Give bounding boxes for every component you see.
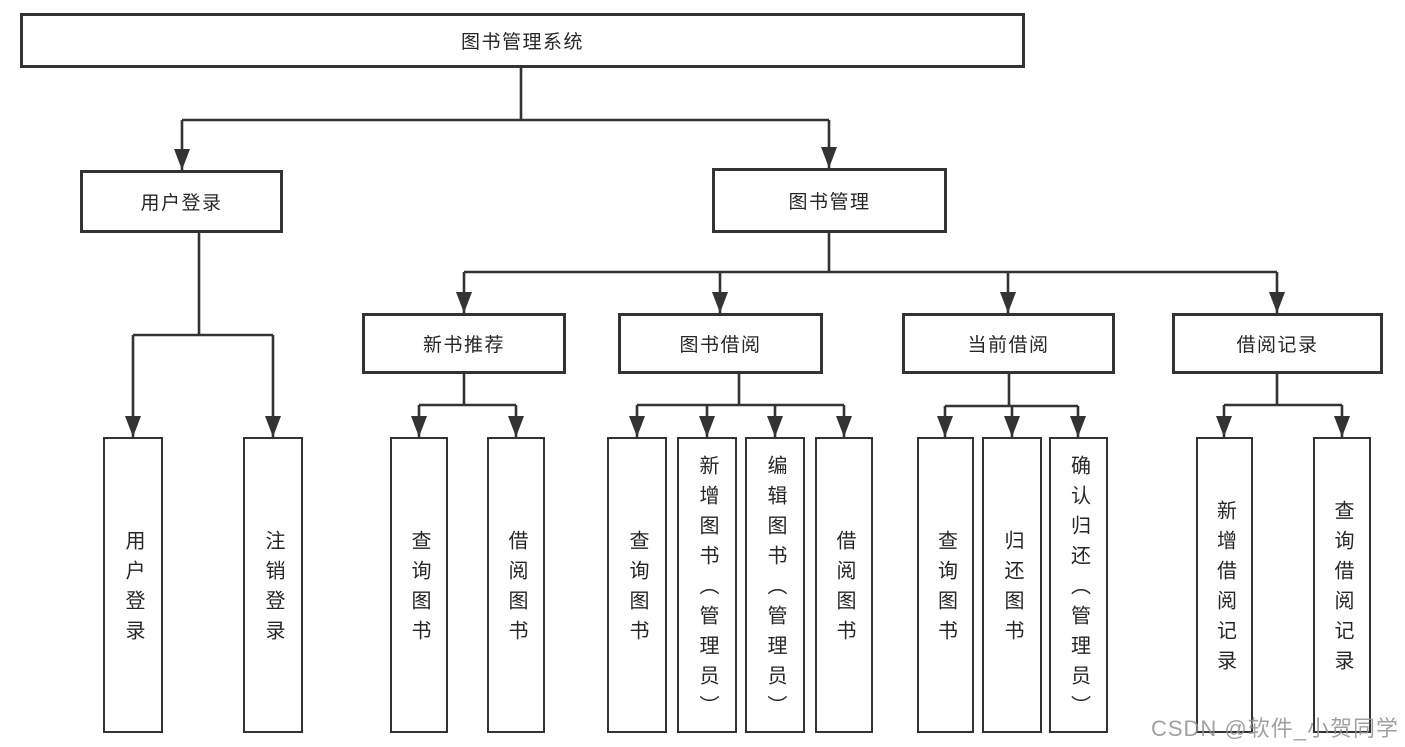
leaf-confirm-return-admin: 确认归还（管理员） xyxy=(1049,437,1108,733)
edges-book-mgmt xyxy=(462,233,1279,313)
arrowhead xyxy=(1004,416,1020,437)
leaf-logout-label: 注销登录 xyxy=(262,530,284,650)
arrowhead xyxy=(456,292,472,313)
leaf-add-book-admin-label: 新增图书（管理员） xyxy=(696,455,718,725)
leaf-add-borrow-record-label: 新增借阅记录 xyxy=(1213,500,1236,680)
leaf-return-books: 归还图书 xyxy=(982,437,1042,733)
node-book-borrow-label: 图书借阅 xyxy=(679,335,762,356)
arrowhead xyxy=(629,416,645,437)
arrowhead xyxy=(712,292,728,313)
node-book-mgmt-label: 图书管理 xyxy=(788,192,871,213)
node-root-label: 图书管理系统 xyxy=(460,32,584,53)
node-borrow-records-label: 借阅记录 xyxy=(1236,335,1319,356)
arrowhead xyxy=(1334,416,1350,437)
edges-root xyxy=(180,68,831,170)
leaf-borrow-books: 借阅图书 xyxy=(815,437,873,733)
arrowhead xyxy=(508,416,524,437)
arrowhead xyxy=(1216,416,1232,437)
arrows-book-mgmt xyxy=(456,292,1285,313)
leaf-query-books-borrow: 查询图书 xyxy=(607,437,667,733)
arrows-root xyxy=(174,147,837,170)
leaf-edit-book-admin-label: 编辑图书（管理员） xyxy=(764,455,786,725)
arrowhead xyxy=(767,416,783,437)
arrowhead xyxy=(836,416,852,437)
arrowhead xyxy=(1269,292,1285,313)
leaf-query-borrow-record: 查询借阅记录 xyxy=(1313,437,1371,733)
leaf-add-book-admin: 新增图书（管理员） xyxy=(677,437,737,733)
node-user-login-label: 用户登录 xyxy=(140,193,223,214)
node-book-mgmt: 图书管理 xyxy=(712,168,947,233)
arrows-current-borrow xyxy=(937,416,1086,437)
arrowhead xyxy=(1000,292,1016,313)
arrowhead xyxy=(699,416,715,437)
leaf-logout: 注销登录 xyxy=(243,437,303,733)
leaf-query-books-current-label: 查询图书 xyxy=(934,530,957,650)
leaf-query-books-rec-label: 查询图书 xyxy=(408,530,430,650)
arrows-book-borrow xyxy=(629,416,852,437)
leaf-edit-book-admin: 编辑图书（管理员） xyxy=(745,437,805,733)
node-user-login: 用户登录 xyxy=(80,170,283,233)
leaf-query-books-current: 查询图书 xyxy=(917,437,974,733)
leaf-borrow-books-label: 借阅图书 xyxy=(833,530,855,650)
leaf-query-books-borrow-label: 查询图书 xyxy=(626,530,648,650)
leaf-return-books-label: 归还图书 xyxy=(1001,530,1023,650)
arrowhead xyxy=(265,416,281,437)
leaf-borrow-books-rec-label: 借阅图书 xyxy=(505,530,527,650)
node-book-borrow: 图书借阅 xyxy=(618,313,823,374)
node-new-book-rec-label: 新书推荐 xyxy=(422,335,505,356)
arrowhead xyxy=(125,416,141,437)
leaf-query-books-rec: 查询图书 xyxy=(390,437,448,733)
leaf-query-borrow-record-label: 查询借阅记录 xyxy=(1331,500,1353,680)
edges-new-book-rec xyxy=(417,374,518,437)
leaf-borrow-books-rec: 借阅图书 xyxy=(487,437,545,733)
arrows-user-login xyxy=(125,416,281,437)
csdn-watermark: CSDN @软件_小贺同学 xyxy=(1150,716,1399,741)
leaf-add-borrow-record: 新增借阅记录 xyxy=(1196,437,1253,733)
edges-user-login xyxy=(131,233,275,437)
arrows-new-book-rec xyxy=(411,416,524,437)
node-new-book-rec: 新书推荐 xyxy=(362,313,566,374)
leaf-user-login-label: 用户登录 xyxy=(122,530,144,650)
node-borrow-records: 借阅记录 xyxy=(1172,313,1383,374)
arrows-borrow-records xyxy=(1216,416,1350,437)
leaf-user-login: 用户登录 xyxy=(103,437,163,733)
node-current-borrow-label: 当前借阅 xyxy=(967,335,1050,356)
arrowhead xyxy=(937,416,953,437)
node-current-borrow: 当前借阅 xyxy=(902,313,1115,374)
edges-book-borrow xyxy=(635,374,846,437)
edges-borrow-records xyxy=(1222,374,1344,437)
arrowhead xyxy=(821,147,837,168)
arrowhead xyxy=(174,149,190,170)
arrowhead xyxy=(1070,416,1086,437)
node-root: 图书管理系统 xyxy=(20,13,1025,68)
leaf-confirm-return-admin-label: 确认归还（管理员） xyxy=(1067,455,1090,725)
arrowhead xyxy=(411,416,427,437)
